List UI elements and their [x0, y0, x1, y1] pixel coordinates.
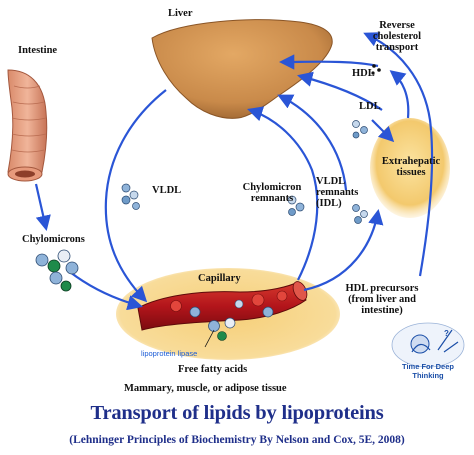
extrahepatic-tissues-label: Extrahepatic tissues	[381, 156, 441, 178]
vldl-label: VLDL	[152, 185, 182, 196]
reverse-transport-label: Reverse cholesterol transport	[372, 20, 422, 53]
tissues-label: Mammary, muscle, or adipose tissue	[124, 383, 287, 394]
capillary-particles	[189, 299, 274, 341]
hdl-precursors-label: HDL precursors (from liver and intestine…	[345, 283, 419, 316]
figure-citation: (Lehninger Principles of Biochemistry By…	[69, 434, 405, 446]
chylomicrons-label: Chylomicrons	[22, 234, 85, 245]
watermark-text: Time For Deep Thinking	[402, 362, 454, 380]
liver-organ	[151, 19, 333, 119]
figure-title: Transport of lipids by lipoproteins	[90, 402, 384, 424]
capillary-label: Capillary	[198, 273, 241, 284]
liver-label: Liver	[168, 8, 193, 19]
chylomicron-remnant-particles	[287, 195, 305, 216]
pathway-arrows	[34, 32, 434, 311]
svg-text:?: ?	[444, 329, 449, 338]
hdl-label: HDL	[352, 68, 375, 79]
vldl-particles	[121, 183, 140, 210]
capillary-vessel	[137, 281, 307, 331]
vldl-remnants-label: VLDL remnants (IDL)	[316, 176, 359, 209]
hdl-dots	[371, 64, 381, 75]
chylomicron-particles	[35, 249, 79, 292]
free-fatty-acids-label: Free fatty acids	[178, 364, 248, 375]
idl-particles	[352, 204, 368, 224]
lipoprotein-lipase-label: lipoprotein lipase	[141, 349, 198, 358]
watermark-logo: ?	[391, 322, 465, 368]
chylomicron-remnants-label: Chylomicron remnants	[242, 182, 302, 204]
intestine-organ	[7, 69, 48, 173]
ldl-particles	[352, 120, 368, 139]
intestine-label: Intestine	[18, 45, 58, 56]
ldl-label: LDL	[359, 101, 381, 112]
